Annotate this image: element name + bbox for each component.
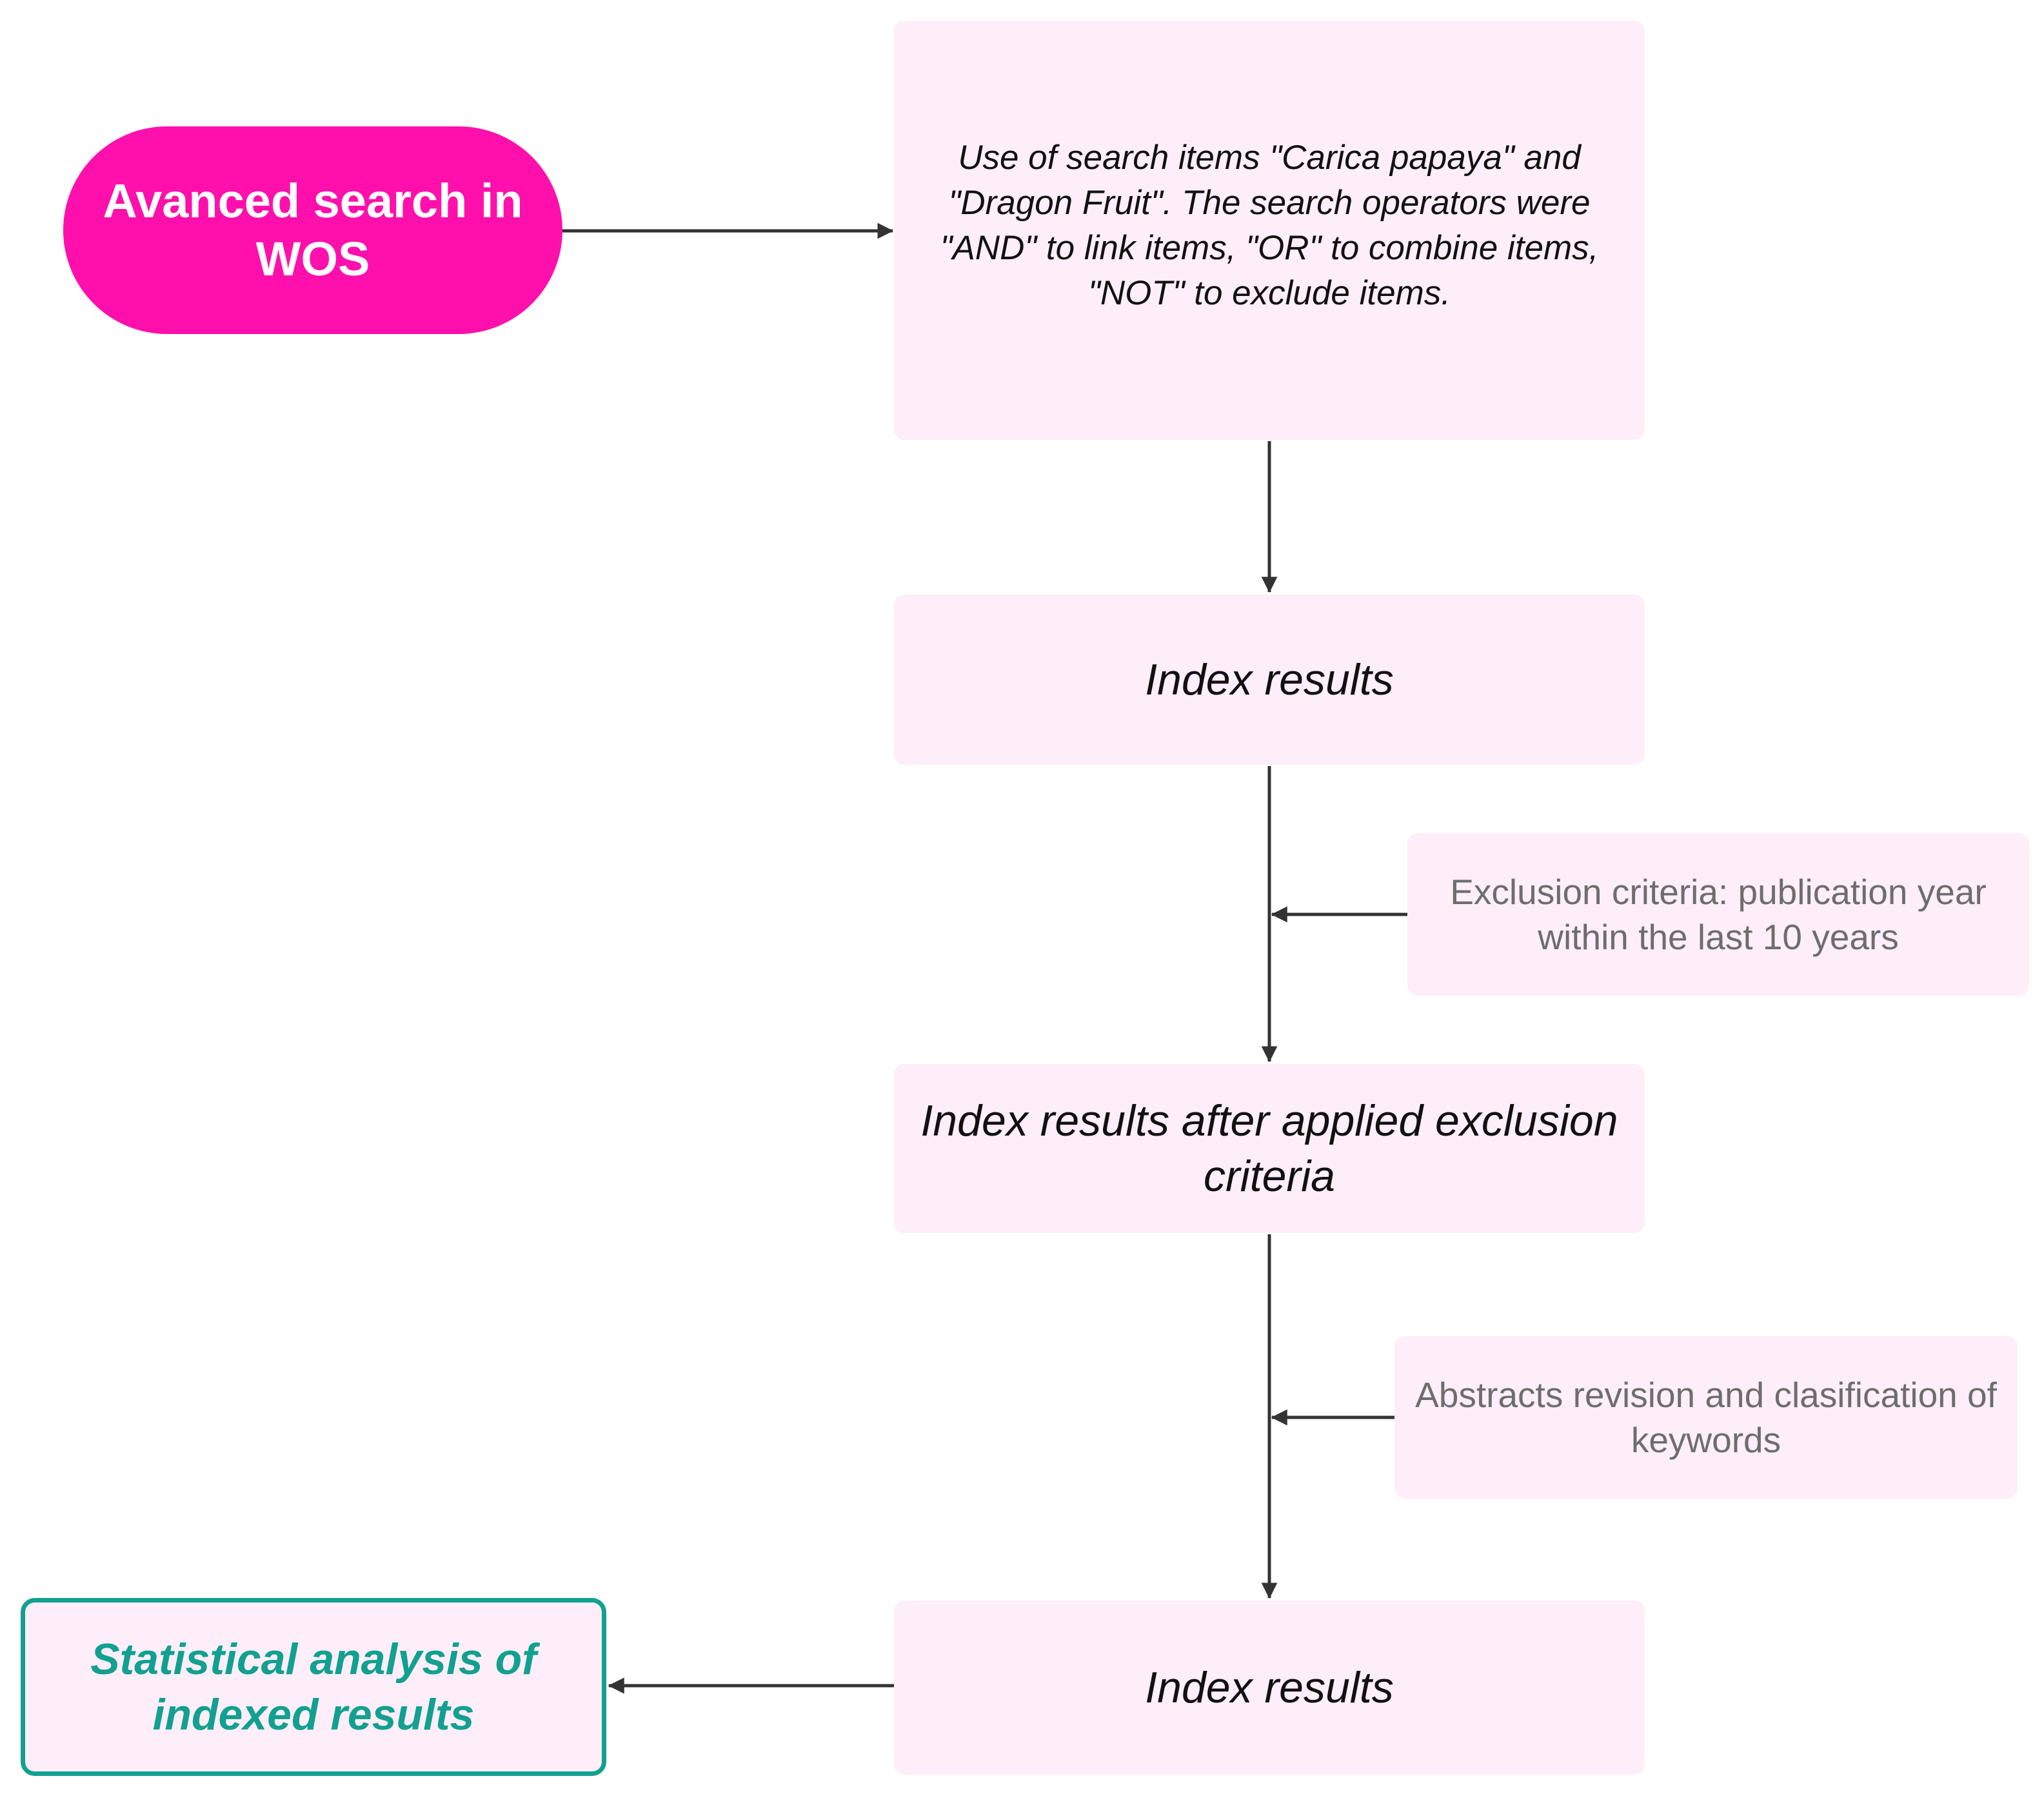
statistical-analysis-node: Statistical analysis of indexed results [21,1598,606,1776]
index-results-node: Index results [894,595,1645,765]
start-node-advanced-search: Avanced search in WOS [63,126,562,334]
exclusion-criteria-node: Exclusion criteria: publication year wit… [1407,833,2029,996]
index-results-label: Index results [1145,655,1394,704]
index-results-after-exclusion-label: Index results after applied exclusion cr… [920,1096,1618,1201]
final-index-results-node: Index results [894,1601,1645,1775]
abstracts-revision-node: Abstracts revision and clasification of … [1394,1336,2018,1499]
exclusion-criteria-label: Exclusion criteria: publication year wit… [1450,872,1987,957]
search-terms-label: Use of search items "Carica papaya" and … [940,139,1599,312]
start-node-label: Avanced search in WOS [103,174,523,286]
statistical-analysis-label: Statistical analysis of indexed results [90,1635,537,1739]
abstracts-revision-label: Abstracts revision and clasification of … [1415,1375,1997,1460]
final-index-results-label: Index results [1145,1663,1394,1712]
search-terms-node: Use of search items "Carica papaya" and … [894,21,1645,440]
index-results-after-exclusion-node: Index results after applied exclusion cr… [894,1064,1645,1233]
